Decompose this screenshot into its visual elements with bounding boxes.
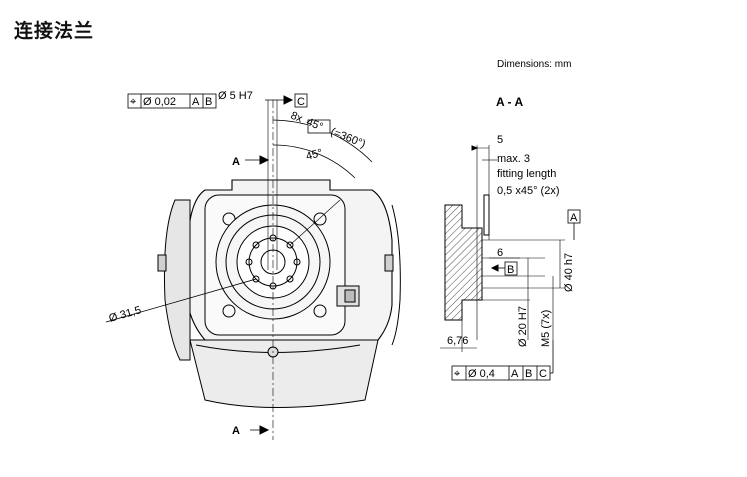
datum-a-label: A <box>570 212 578 224</box>
datum-b-label: B <box>507 264 514 276</box>
flatness-tol-value: Ø 0,02 <box>143 96 176 108</box>
flatness-tol-symbol: ⌖ <box>130 96 136 108</box>
section-title: A - A <box>496 95 523 109</box>
bolt-pattern-prefix: 8x <box>289 110 305 126</box>
flatness-tol-ref-b: B <box>205 96 212 108</box>
datum-c-label: C <box>297 96 305 108</box>
d40-label: Ø 40 h7 <box>563 253 575 292</box>
section-view <box>440 145 581 381</box>
section-marker-bottom: A <box>232 425 240 437</box>
page-title: 连接法兰 <box>14 20 95 42</box>
position-tol-ref-c: C <box>539 368 547 380</box>
position-tol-symbol: ⌖ <box>454 368 460 380</box>
flatness-tol-ref-a: A <box>192 96 200 108</box>
position-tol-ref-a: A <box>511 368 519 380</box>
front-view <box>105 93 401 440</box>
position-tol-value: Ø 0,4 <box>468 368 495 380</box>
dim-676-label: 6,76 <box>447 335 468 347</box>
section-marker-top: A <box>232 156 240 168</box>
fitting-length-label: fitting length <box>497 168 556 180</box>
chamfer-label: 0,5 x45° (2x) <box>497 185 559 197</box>
position-tol-ref-b: B <box>525 368 532 380</box>
units-note: Dimensions: mm <box>497 59 571 70</box>
dim-5-label: 5 <box>497 134 503 146</box>
m5-label: M5 (7x) <box>540 310 552 347</box>
bore-label: Ø 5 H7 <box>218 90 253 102</box>
d20-label: Ø 20 H7 <box>517 306 529 347</box>
max3-label: max. 3 <box>497 153 530 165</box>
angle-label: 45° <box>305 147 324 163</box>
dim-6-label: 6 <box>497 247 503 259</box>
bolt-pattern-angle: 45° <box>305 116 325 133</box>
